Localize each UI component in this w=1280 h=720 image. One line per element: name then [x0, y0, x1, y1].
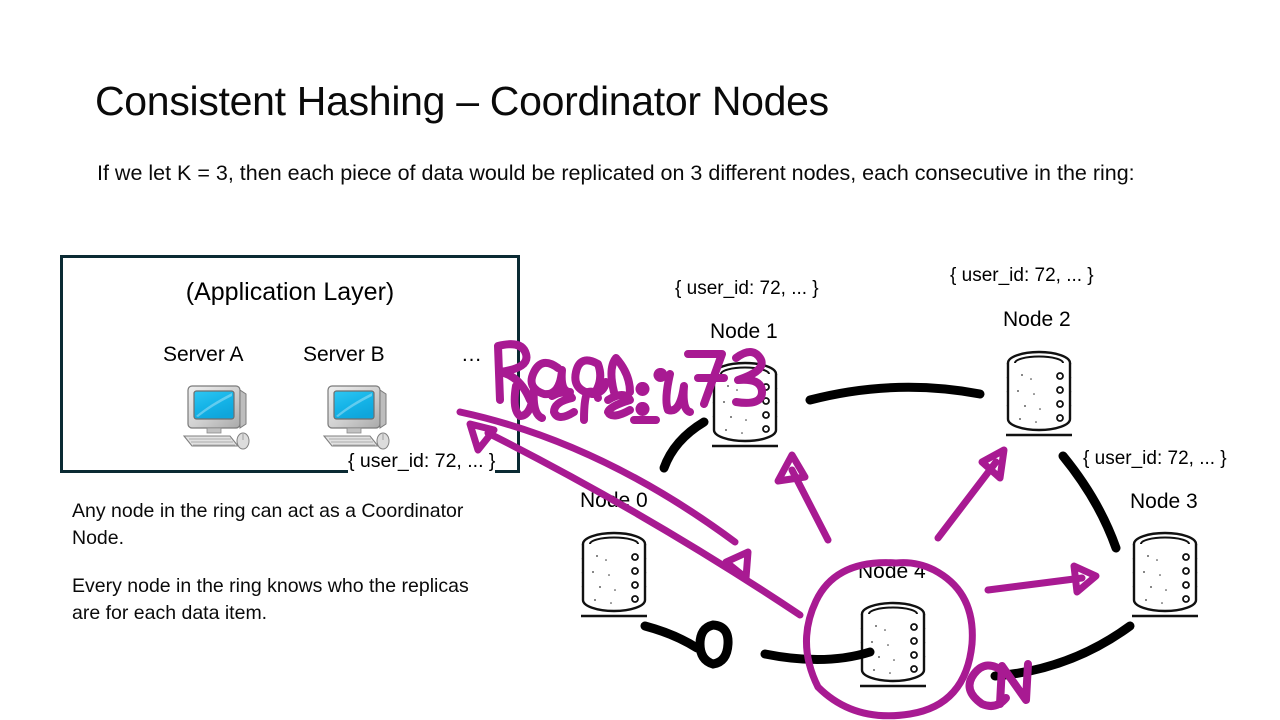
handwritten-cn-label	[965, 660, 1032, 710]
database-cylinder-icon	[712, 361, 778, 448]
replica-arrow-to-node1	[788, 466, 832, 544]
replica-arrow-to-node2-head	[978, 446, 1008, 482]
database-cylinder-icon	[581, 531, 647, 618]
replica-arrow-to-node3	[984, 574, 1086, 594]
node-2-label: Node 2	[1003, 308, 1071, 331]
node-3-payload: { user_id: 72, ... }	[1083, 448, 1227, 469]
page-title: Consistent Hashing – Coordinator Nodes	[95, 78, 829, 124]
server-a-label: Server A	[163, 343, 244, 366]
application-layer-payload: { user_id: 72, ... }	[348, 450, 496, 473]
ring-arc-node3-node4	[990, 621, 1135, 681]
server-b-label: Server B	[303, 343, 385, 366]
node-1-payload: { user_id: 72, ... }	[675, 278, 819, 299]
replica-arrow-to-node2	[934, 458, 1000, 542]
slide-subtitle: If we let K = 3, then each piece of data…	[97, 161, 1135, 185]
read-request-arrow-head	[722, 548, 752, 582]
application-layer-title: (Application Layer)	[185, 278, 395, 306]
servers-ellipsis-label: …	[461, 343, 482, 366]
node-4-label: Node 4	[858, 560, 926, 583]
note-coordinator: Any node in the ring can act as a Coordi…	[72, 500, 464, 549]
ring-zero-mark-icon	[695, 620, 733, 669]
ring-arc-zero-node0	[640, 621, 702, 653]
database-cylinder-icon	[1132, 531, 1198, 618]
replica-arrow-to-node1-head	[774, 451, 809, 485]
node-0-label: Node 0	[580, 489, 648, 512]
replica-arrow-to-node3-head	[1070, 562, 1100, 596]
node-2-payload: { user_id: 72, ... }	[950, 265, 1094, 286]
desktop-computer-icon	[322, 385, 390, 450]
database-cylinder-icon	[1006, 350, 1072, 437]
ring-arc-node1-node2	[805, 382, 985, 405]
note-replicas: Every node in the ring knows who the rep…	[72, 575, 469, 624]
ring-arc-node0-node1	[659, 417, 709, 473]
node-3-label: Node 3	[1130, 490, 1198, 513]
database-cylinder-icon	[860, 601, 926, 688]
desktop-computer-icon	[182, 385, 250, 450]
node-1-label: Node 1	[710, 320, 778, 343]
